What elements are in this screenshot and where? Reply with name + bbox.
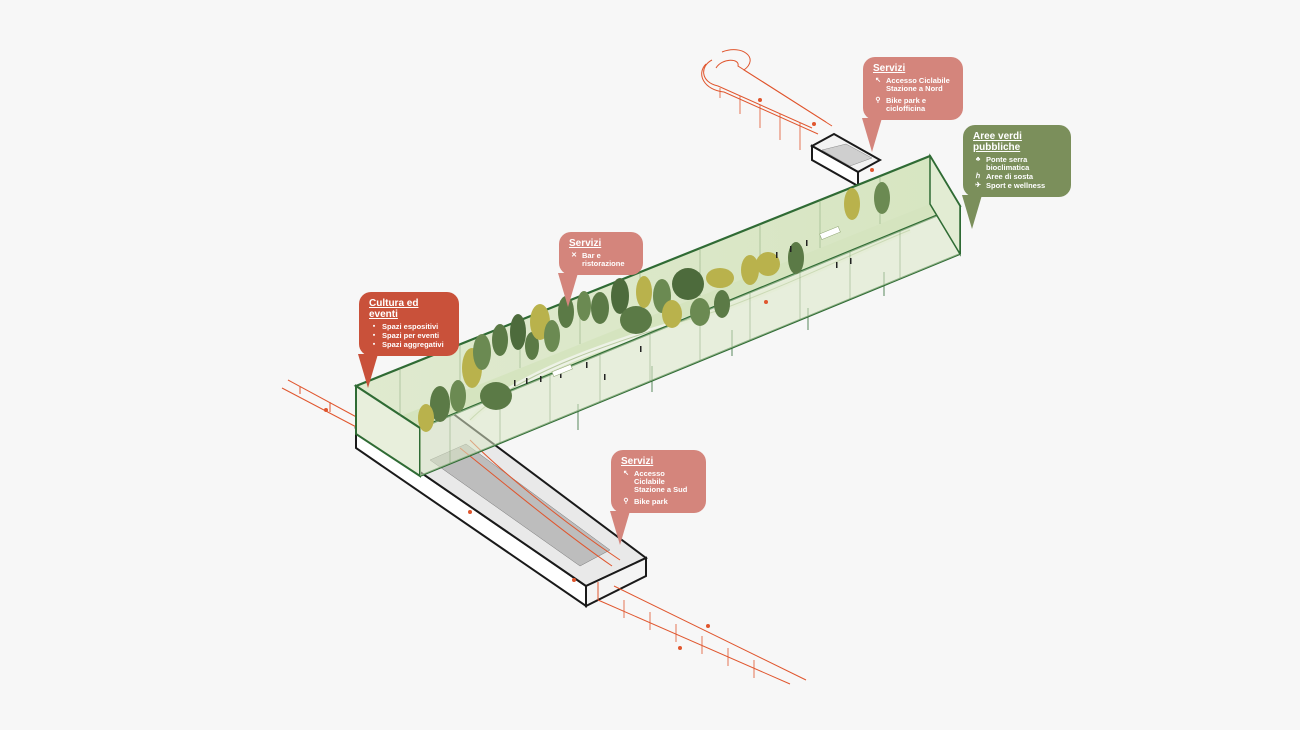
callout-item: ⚲ Bike park bbox=[621, 498, 696, 506]
bicycle-icon: ⚲ bbox=[875, 97, 881, 104]
callout-item: ℎ Aree di sosta bbox=[973, 173, 1061, 181]
cyclists bbox=[324, 98, 874, 650]
southwest-bike-path bbox=[281, 379, 363, 431]
cutlery-icon: ✕ bbox=[571, 252, 577, 259]
callout-item: ▪ Spazi per eventi bbox=[369, 332, 449, 340]
callout-item: ♣ Ponte serra bioclimatica bbox=[973, 156, 1061, 172]
callout-item: ↖ Accesso Ciclabile Stazione a Sud bbox=[621, 470, 696, 494]
greenhouse-bridge bbox=[324, 98, 962, 650]
runner-icon: ✈ bbox=[975, 182, 981, 189]
events-icon: ▪ bbox=[372, 332, 376, 339]
callout-item: ✕ Bar e ristorazione bbox=[569, 252, 633, 268]
tree-icon: ♣ bbox=[975, 156, 981, 163]
bench-icon: ℎ bbox=[975, 173, 981, 180]
callout-aree-verdi: Aree verdi pubbliche ♣ Ponte serra biocl… bbox=[962, 125, 1071, 229]
callout-title: Servizi bbox=[621, 456, 654, 467]
callout-servizi-nord: Servizi ↖ Accesso Ciclabile Stazione a N… bbox=[862, 57, 963, 152]
callout-servizi-bar: Servizi ✕ Bar e ristorazione bbox=[558, 232, 643, 307]
trees bbox=[418, 182, 890, 432]
callout-title: Servizi bbox=[569, 238, 602, 249]
north-bike-ramp bbox=[701, 49, 833, 150]
bike-access-icon: ↖ bbox=[875, 77, 881, 84]
people bbox=[514, 240, 852, 386]
bike-access-icon: ↖ bbox=[623, 470, 629, 477]
callout-servizi-sud: Servizi ↖ Accesso Ciclabile Stazione a S… bbox=[610, 450, 706, 545]
callout-item: ✈ Sport e wellness bbox=[973, 182, 1061, 190]
callout-cultura: Cultura ed eventi ▪ Spazi espositivi ▪ S… bbox=[358, 292, 459, 388]
callout-item: ▪ Spazi espositivi bbox=[369, 323, 449, 331]
callout-item: ▪ Spazi aggregativi bbox=[369, 341, 449, 349]
callout-item: ⚲ Bike park e ciclofficina bbox=[873, 97, 953, 113]
bicycle-icon: ⚲ bbox=[623, 498, 629, 505]
callout-title: Servizi bbox=[873, 63, 906, 74]
callout-title: Aree verdi pubbliche bbox=[973, 131, 1022, 153]
people-icon: ▪ bbox=[372, 341, 376, 348]
southeast-bike-path bbox=[597, 582, 807, 685]
exhibition-icon: ▪ bbox=[372, 323, 376, 330]
callout-title: Cultura ed eventi bbox=[369, 298, 419, 320]
callout-item: ↖ Accesso Ciclabile Stazione a Nord bbox=[873, 77, 953, 93]
